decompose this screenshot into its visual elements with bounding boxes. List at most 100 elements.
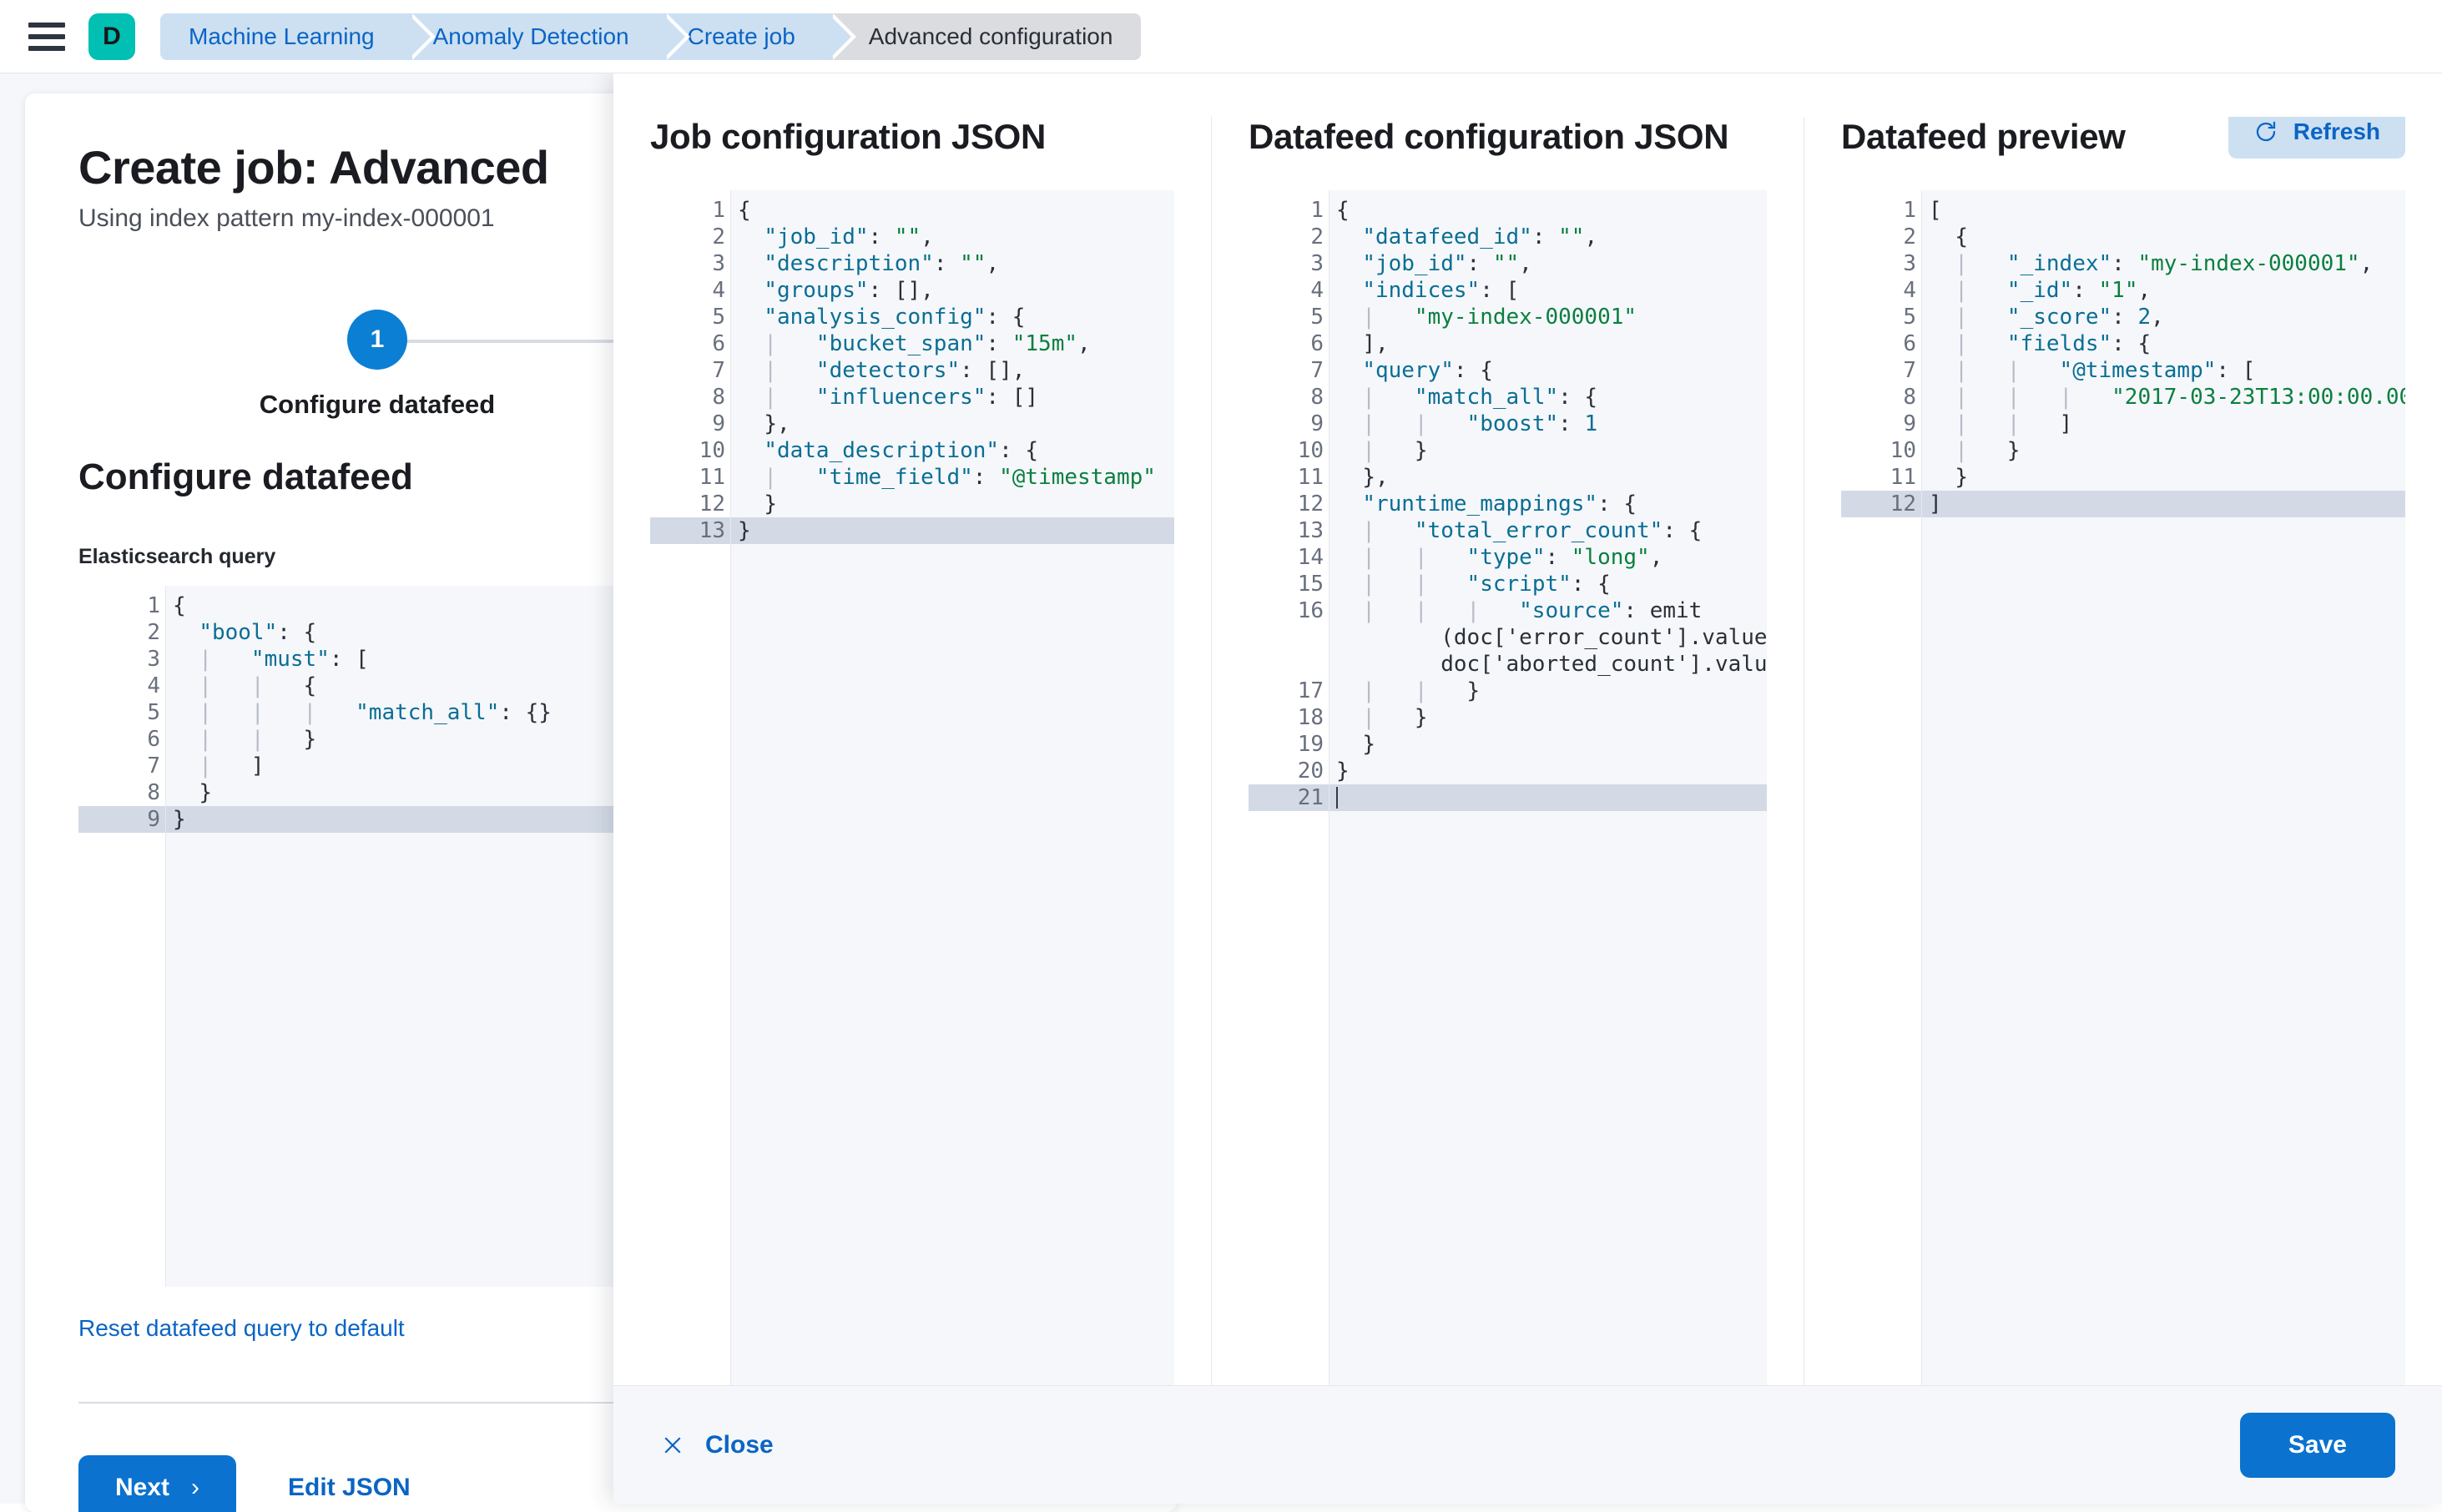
close-button[interactable]: Close — [660, 1431, 774, 1459]
breadcrumb-item-0[interactable]: Machine Learning — [160, 13, 436, 60]
editor-line-number: 5 — [1903, 305, 1916, 330]
editor-code-line[interactable]: } — [1336, 759, 1350, 784]
advanced-configuration-flyout: Job configuration JSON 1▾2345▾678910▾1112… — [613, 73, 2442, 1504]
editor-code-line[interactable]: { — [1955, 224, 1968, 249]
next-button[interactable]: Next › — [78, 1455, 237, 1512]
editor-code-line[interactable] — [1329, 784, 1767, 811]
breadcrumb-item-3[interactable]: Advanced configuration — [828, 13, 1142, 60]
editor-code-line[interactable]: | "_index": "my-index-000001", — [1929, 251, 2374, 276]
editor-code-line[interactable]: | "bucket_span": "15m", — [738, 331, 1091, 356]
editor-code-line[interactable]: "runtime_mappings": { — [1362, 491, 1637, 517]
editor-code-line[interactable]: | "_id": "1", — [1929, 278, 2152, 303]
editor-code-line[interactable]: "job_id": "", — [764, 224, 934, 249]
editor-code-line[interactable]: | | "script": { — [1336, 572, 1611, 597]
column-header: Job configuration JSON — [650, 117, 1174, 182]
editor-line-number: 20 — [1297, 759, 1324, 784]
hamburger-bar — [28, 22, 65, 28]
editor-code-line[interactable]: "data_description": { — [764, 438, 1039, 463]
editor-line-number: 4▾ — [78, 673, 184, 699]
editor-code-line[interactable]: | | "@timestamp": [ — [1929, 358, 2256, 383]
editor-code-line[interactable]: { — [1336, 198, 1350, 223]
editor-code-line[interactable]: | | } — [1336, 678, 1481, 703]
editor-code-line[interactable]: } — [764, 491, 777, 517]
editor-code-line[interactable]: { — [173, 593, 186, 618]
space-avatar[interactable]: D — [88, 13, 135, 60]
editor-code-line[interactable]: | "detectors": [], — [738, 358, 1026, 383]
editor-code-area[interactable]: { "datafeed_id": "", "job_id": "", "indi… — [1329, 190, 1767, 1385]
editor-code-line[interactable]: | } — [1336, 705, 1428, 730]
json-column-3: Datafeed previewRefresh1▾2▾3456▾7▾891011… — [1804, 117, 2442, 1385]
editor-line-number: 12 — [699, 491, 725, 517]
editor-line-number: 18 — [1297, 705, 1324, 730]
editor-line-number: 19 — [1297, 732, 1324, 757]
editor-code-line[interactable]: "indices": [ — [1362, 278, 1520, 303]
editor-code-line[interactable]: }, — [1362, 465, 1389, 490]
editor-line-number: 7▾ — [1249, 357, 1347, 384]
editor-code-line[interactable]: | | "boost": 1 — [1336, 411, 1598, 436]
editor-code-line[interactable]: | } — [1336, 438, 1428, 463]
editor-code-line[interactable]: } — [199, 780, 212, 805]
editor-code-line[interactable]: | "time_field": "@timestamp" — [738, 465, 1156, 490]
editor-line-number: 11 — [699, 465, 725, 490]
editor-code-line[interactable]: | "_score": 2, — [1929, 305, 2164, 330]
editor-code-line[interactable]: ] — [1922, 491, 2405, 517]
hamburger-bar — [28, 33, 65, 39]
breadcrumb-item-1[interactable]: Anomaly Detection — [407, 13, 690, 60]
editor-code-line[interactable]: } — [1955, 465, 1968, 490]
editor-code-line[interactable]: | | { — [173, 673, 317, 698]
editor-code-line[interactable]: | "influencers": [] — [738, 385, 1039, 410]
edit-json-button[interactable]: Edit JSON — [288, 1474, 411, 1501]
page-subtitle: Using index pattern my-index-000001 — [78, 204, 495, 232]
next-button-label: Next — [115, 1474, 170, 1501]
editor-code-area[interactable]: { "job_id": "", "description": "", "grou… — [730, 190, 1174, 1385]
editor-code-line[interactable]: | | ] — [1929, 411, 2073, 436]
json-editor[interactable]: 1▾234▾567▾8▾9101112▾13▾1415▾161718192021… — [1249, 190, 1767, 1385]
editor-code-line[interactable]: | | | "2017-03-23T13:00:00.000Z" — [1929, 385, 2405, 410]
editor-code-line[interactable]: { — [738, 198, 751, 223]
editor-code-line[interactable]: } — [731, 517, 1174, 544]
editor-code-line[interactable]: | "match_all": { — [1336, 385, 1598, 410]
editor-code-line[interactable]: [ — [1929, 198, 1942, 223]
editor-line-number: 8▾ — [1249, 384, 1347, 411]
editor-code-line[interactable]: | ] — [173, 753, 265, 779]
reset-datafeed-query-link[interactable]: Reset datafeed query to default — [78, 1315, 405, 1341]
editor-code-line[interactable]: "description": "", — [764, 251, 1000, 276]
editor-line-number: 1▾ — [1841, 197, 1940, 224]
section-title: Configure datafeed — [78, 456, 413, 497]
editor-code-line[interactable]: | "total_error_count": { — [1336, 518, 1703, 543]
editor-code-line[interactable]: | "fields": { — [1929, 331, 2152, 356]
editor-line-number: 3 — [1903, 251, 1916, 276]
editor-code-line[interactable]: "bool": { — [199, 620, 317, 645]
editor-code-line[interactable]: "groups": [], — [764, 278, 934, 303]
editor-code-line[interactable]: | "my-index-000001" — [1336, 305, 1637, 330]
editor-code-line[interactable]: | | "type": "long", — [1336, 545, 1663, 570]
editor-code-line[interactable]: | "must": [ — [173, 647, 369, 672]
editor-code-line[interactable]: "datafeed_id": "", — [1362, 224, 1598, 249]
editor-code-line[interactable]: ], — [1362, 331, 1389, 356]
breadcrumb-item-2[interactable]: Create job — [662, 13, 857, 60]
editor-code-line[interactable]: | | | "source": emit (doc['error_count']… — [1336, 598, 1767, 677]
json-column-1: Job configuration JSON 1▾2345▾678910▾1112… — [613, 117, 1211, 1385]
save-button[interactable]: Save — [2239, 1412, 2395, 1478]
editor-code-line[interactable]: | | } — [173, 727, 317, 752]
editor-line-number: 11 — [1890, 465, 1916, 490]
stepper-step-1[interactable]: 1 — [347, 310, 407, 370]
editor-line-number: 2▾ — [1841, 224, 1940, 250]
editor-line-number: 21 — [1249, 784, 1329, 811]
editor-code-area[interactable]: [ { | "_index": "my-index-000001", | "_i… — [1921, 190, 2405, 1385]
editor-code-line[interactable]: "query": { — [1362, 358, 1493, 383]
hamburger-menu-icon[interactable] — [28, 22, 65, 51]
editor-code-line[interactable]: "job_id": "", — [1362, 251, 1532, 276]
editor-code-line[interactable]: | } — [1929, 438, 2021, 463]
editor-code-line[interactable]: } — [1362, 732, 1375, 757]
column-title: Datafeed configuration JSON — [1249, 117, 1729, 156]
editor-code-line[interactable]: }, — [764, 411, 790, 436]
editor-code-line[interactable]: | | | "match_all": {} — [173, 700, 552, 725]
editor-code-line[interactable]: "analysis_config": { — [764, 305, 1026, 330]
refresh-button[interactable]: Refresh — [2228, 117, 2405, 159]
